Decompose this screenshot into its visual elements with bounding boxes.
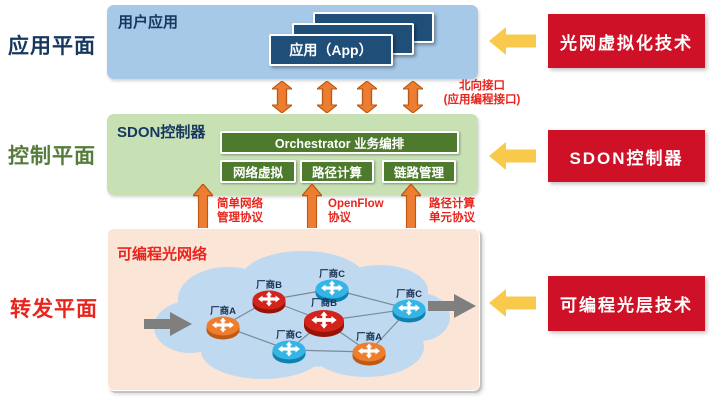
node-vendor-c-bottom: 厂商C xyxy=(272,329,306,364)
traffic-out-arrow xyxy=(428,294,476,318)
node-label: 厂商C xyxy=(319,268,345,280)
protocol-pcep-label: 路径计算 单元协议 xyxy=(429,197,475,225)
south-arrow-2 xyxy=(302,184,322,241)
tech-callout-virtualization: 光网虚拟化技术 xyxy=(548,14,705,68)
northbound-interface-label: 北向接口 (应用编程接口) xyxy=(431,79,533,108)
callout-arrow-3 xyxy=(489,289,536,317)
module-link-management: 链路管理 xyxy=(382,160,456,183)
protocol-openflow-label: OpenFlow 协议 xyxy=(328,197,384,225)
traffic-in-arrow xyxy=(144,312,192,336)
north-arrow-4 xyxy=(403,81,423,113)
node-label: 厂商C xyxy=(276,329,302,341)
node-label: 厂商B xyxy=(256,279,282,291)
application-plane-label: 应用平面 xyxy=(8,35,96,58)
north-arrow-2 xyxy=(317,81,337,113)
programmable-network-title: 可编程光网络 xyxy=(117,246,208,263)
control-plane-label: 控制平面 xyxy=(8,145,96,168)
node-label: 厂商C xyxy=(396,288,422,300)
user-apps-title: 用户应用 xyxy=(118,14,179,31)
forwarding-plane-label: 转发平面 xyxy=(10,298,98,321)
module-network-virtualization: 网络虚拟 xyxy=(220,160,296,183)
callout-arrow-1 xyxy=(489,27,536,55)
protocol-snmp-label: 简单网络 管理协议 xyxy=(217,197,263,225)
node-vendor-c-top: 厂商C xyxy=(315,268,349,303)
optical-network-topology: 厂商A 厂商B 厂商C xyxy=(144,251,476,379)
node-label: 厂商A xyxy=(356,331,382,343)
protocol-pcep-line1: 路径计算 xyxy=(429,198,475,210)
node-label: 厂商B xyxy=(311,297,337,309)
protocol-openflow-line2: 协议 xyxy=(328,212,351,225)
node-vendor-a-right: 厂商A xyxy=(352,331,386,366)
tech-callout-optical-layer: 可编程光层技术 xyxy=(548,276,705,331)
south-arrow-3 xyxy=(401,184,421,241)
protocol-snmp-line2: 管理协议 xyxy=(217,212,263,225)
protocol-openflow-line1: OpenFlow xyxy=(328,198,384,210)
south-arrow-1 xyxy=(193,184,213,241)
orchestrator-bar: Orchestrator 业务编排 xyxy=(220,131,459,154)
forwarding-plane-box: 可编程光网络 xyxy=(107,228,480,391)
sdon-controller-title: SDON控制器 xyxy=(117,124,206,141)
north-arrow-3 xyxy=(357,81,377,113)
node-vendor-b-center: 厂商B xyxy=(304,297,344,337)
node-vendor-a-left: 厂商A xyxy=(206,305,240,340)
app-card-front: 应用（App） xyxy=(269,34,393,66)
node-vendor-c-right: 厂商C xyxy=(392,288,426,323)
protocol-snmp-line1: 简单网络 xyxy=(217,198,263,210)
northbound-line1: 北向接口 xyxy=(459,80,505,92)
north-arrow-1 xyxy=(272,81,292,113)
module-path-computation: 路径计算 xyxy=(300,160,374,183)
application-plane-box: 用户应用 应用（App） xyxy=(107,5,478,79)
protocol-pcep-line2: 单元协议 xyxy=(429,212,475,225)
callout-arrow-2 xyxy=(489,142,536,170)
control-plane-box: SDON控制器 Orchestrator 业务编排 网络虚拟 路径计算 链路管理 xyxy=(107,114,478,195)
node-label: 厂商A xyxy=(210,305,236,317)
node-vendor-b-upper: 厂商B xyxy=(252,279,286,314)
northbound-line2: (应用编程接口) xyxy=(443,94,521,107)
tech-callout-controller: SDON控制器 xyxy=(548,130,705,182)
